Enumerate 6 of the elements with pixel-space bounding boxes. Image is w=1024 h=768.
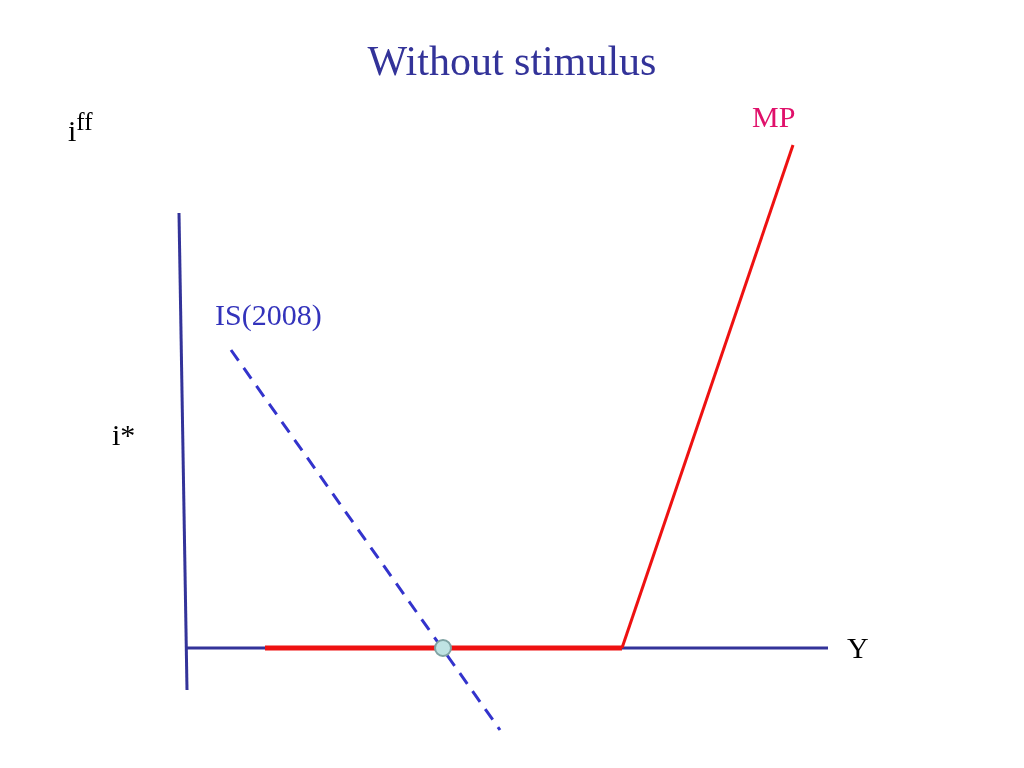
axis-label: i$^{ff}$ bbox=[68, 108, 93, 147]
axis-label: i* bbox=[112, 418, 136, 451]
curve-label: IS(2008) bbox=[215, 298, 322, 331]
axis-label: Y bbox=[847, 631, 869, 664]
chart-title: Without stimulus bbox=[367, 38, 657, 84]
curve-label: MP bbox=[752, 100, 796, 133]
